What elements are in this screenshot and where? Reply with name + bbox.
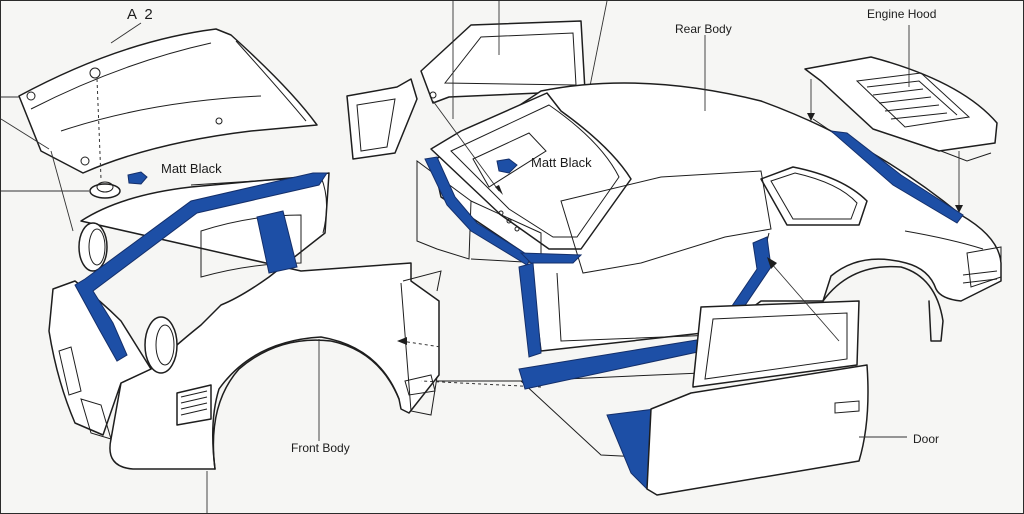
hood-fastener-dashed-line <box>96 78 102 180</box>
engine-hood-label: Engine Hood <box>867 7 937 21</box>
matt-black-label-left: Matt Black <box>161 161 222 176</box>
door-arrow <box>770 262 840 342</box>
hood-fastener-part <box>1 150 148 232</box>
a2-leader-line <box>110 22 142 44</box>
a2-part-label: A 2 <box>127 6 155 23</box>
front-body-label: Front Body <box>291 441 350 455</box>
door-label: Door <box>913 432 940 446</box>
front-hood-part <box>18 28 318 174</box>
matt-black-label-center: Matt Black <box>531 155 592 170</box>
engine-hood-part <box>804 56 998 162</box>
quarter-window-piece <box>346 78 418 160</box>
rear-body-label: Rear Body <box>675 22 732 36</box>
door-part <box>646 300 907 496</box>
